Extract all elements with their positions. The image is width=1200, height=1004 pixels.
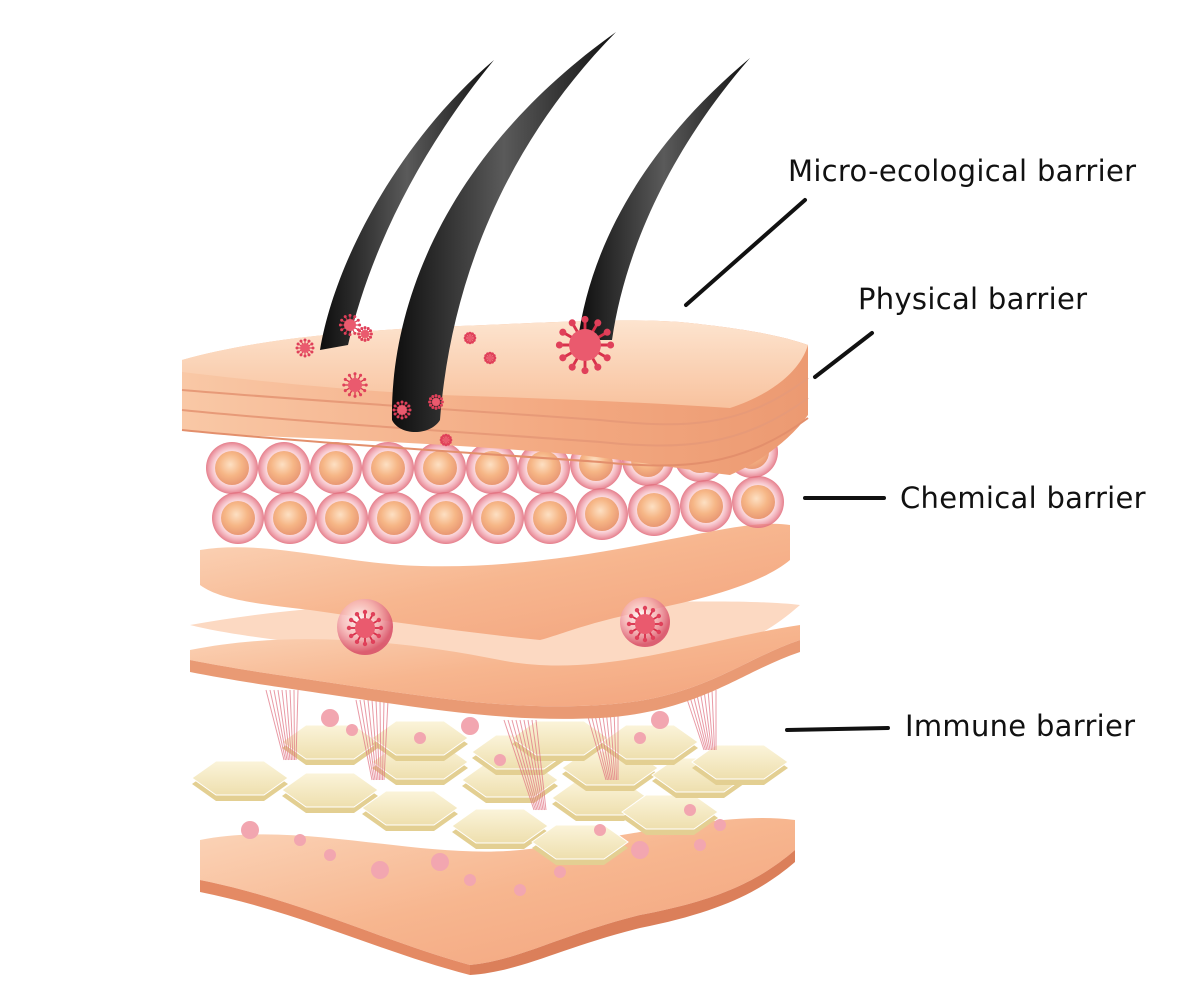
immune-vesicle xyxy=(594,824,606,836)
immune-vesicle xyxy=(324,849,336,861)
immune-vesicle xyxy=(241,821,259,839)
leader-line-physical xyxy=(813,331,874,379)
immune-vesicle xyxy=(494,754,506,766)
virus-particle xyxy=(439,433,453,447)
immune-vesicle xyxy=(514,884,526,896)
label-physical-barrier: Physical barrier xyxy=(858,282,1088,316)
lipid-cell xyxy=(524,492,576,544)
dendrite-strand xyxy=(355,699,389,781)
lipid-cell xyxy=(576,488,628,540)
immune-hex-cell xyxy=(281,772,379,813)
label-immune-barrier: Immune barrier xyxy=(905,709,1136,743)
dendrite-strand xyxy=(585,709,619,781)
hair-strand-2 xyxy=(391,32,616,432)
lipid-cell xyxy=(466,442,518,494)
immune-vesicle xyxy=(464,874,476,886)
virus-particle xyxy=(346,609,384,647)
immune-vesicle xyxy=(294,834,306,846)
lipid-cell xyxy=(316,492,368,544)
virus-particle xyxy=(342,372,368,398)
immune-vesicle xyxy=(651,711,669,729)
immune-vesicle xyxy=(414,732,426,744)
immune-hex-cell xyxy=(601,724,699,765)
immune-hex-cell xyxy=(531,824,629,865)
immune-vesicle xyxy=(714,819,726,831)
lipid-cell xyxy=(472,492,524,544)
hair-strand-3 xyxy=(578,58,750,340)
lipid-cell xyxy=(310,442,362,494)
virus-particle xyxy=(483,351,497,365)
immune-cell-layer xyxy=(191,689,789,896)
immune-vesicle xyxy=(431,853,449,871)
lipid-cell xyxy=(206,442,258,494)
immune-vesicle xyxy=(554,866,566,878)
virus-particle xyxy=(626,605,664,643)
immune-vesicle xyxy=(346,724,358,736)
label-micro-ecological-barrier: Micro-ecological barrier xyxy=(788,154,1137,188)
immune-vesicle xyxy=(321,709,339,727)
leader-line-immune xyxy=(785,726,890,732)
virus-particle xyxy=(428,394,444,410)
leader-line-micro xyxy=(684,198,807,307)
immune-hex-cell xyxy=(451,808,549,849)
label-chemical-barrier: Chemical barrier xyxy=(900,481,1146,515)
hair-strand-1 xyxy=(320,60,494,350)
virus-particle xyxy=(463,331,477,345)
lipid-cell xyxy=(212,492,264,544)
lipid-cell xyxy=(258,442,310,494)
dendrite-strand xyxy=(503,719,547,811)
lipid-cell xyxy=(414,442,466,494)
immune-vesicle xyxy=(694,839,706,851)
pathogen-particles xyxy=(295,313,664,647)
immune-hex-cell xyxy=(191,760,289,801)
immune-hex-cell xyxy=(691,744,789,785)
lipid-cell xyxy=(420,492,472,544)
immune-vesicle xyxy=(461,717,479,735)
immune-vesicle xyxy=(684,804,696,816)
virus-particle xyxy=(555,315,615,375)
virus-particle xyxy=(392,400,412,420)
immune-vesicle xyxy=(634,732,646,744)
lipid-cell xyxy=(368,492,420,544)
lipid-cell xyxy=(680,480,732,532)
lipid-cell xyxy=(264,492,316,544)
lipid-cell xyxy=(628,484,680,536)
immune-vesicle xyxy=(631,841,649,859)
virus-particle xyxy=(357,326,373,342)
immune-hex-cell xyxy=(361,790,459,831)
lipid-cell xyxy=(732,476,784,528)
immune-vesicle xyxy=(371,861,389,879)
leader-lines xyxy=(684,198,890,732)
hair-strands xyxy=(320,32,750,432)
lipid-cell xyxy=(362,442,414,494)
virus-particle xyxy=(295,338,315,358)
dendrite-strand xyxy=(265,689,299,761)
